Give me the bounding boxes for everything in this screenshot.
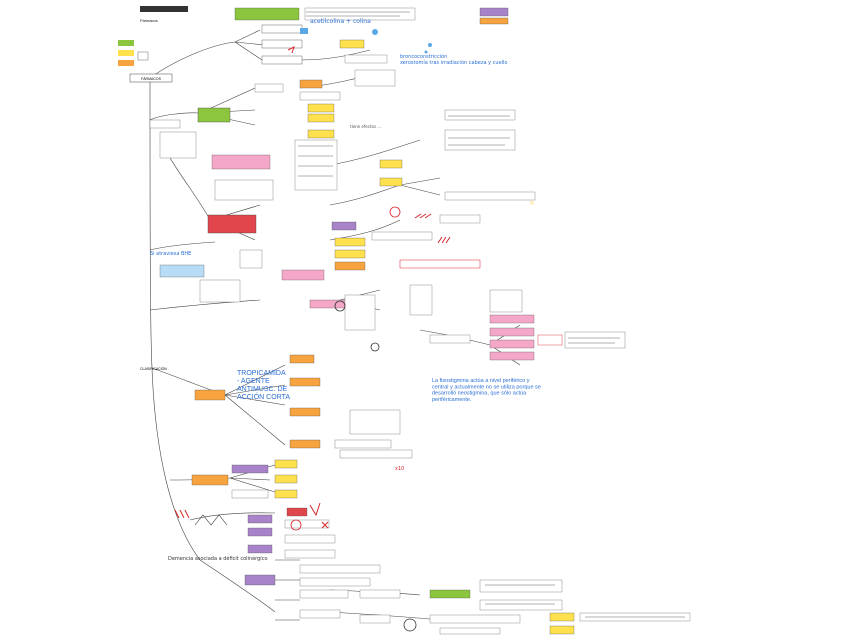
note-bhe: Si atraviesa BHE [150,251,191,257]
note-demencia: Demencia asociada a déficit colinérgico [168,555,268,562]
legend-yellow [118,50,134,56]
svg-text:x10: x10 [395,466,404,472]
note-side: tiene efectos ... [350,124,381,129]
header-title: Fármacos [140,18,158,23]
central-label: CLASIFICACIÓN [140,366,167,371]
note-acetilcolina: acetilcolina + colina [310,18,371,25]
legend-orange [118,60,134,66]
legend-box [137,51,149,61]
header-area: Fármacos [118,6,188,66]
svg-text:!!: !! [530,201,534,207]
nodes: FÁRMACOS [129,24,691,635]
note-fisostigmina: La fisostigmina actúa a nivel periférico… [432,378,541,403]
header-title-bar [140,6,188,12]
tiny-text-lines [298,11,685,618]
node-root [129,73,173,83]
legend-green [118,40,134,46]
annotations: acetilcolina + colina broncoconstricción… [150,18,541,632]
node-root-label: FÁRMACOS [141,77,162,81]
top-key [234,7,509,25]
